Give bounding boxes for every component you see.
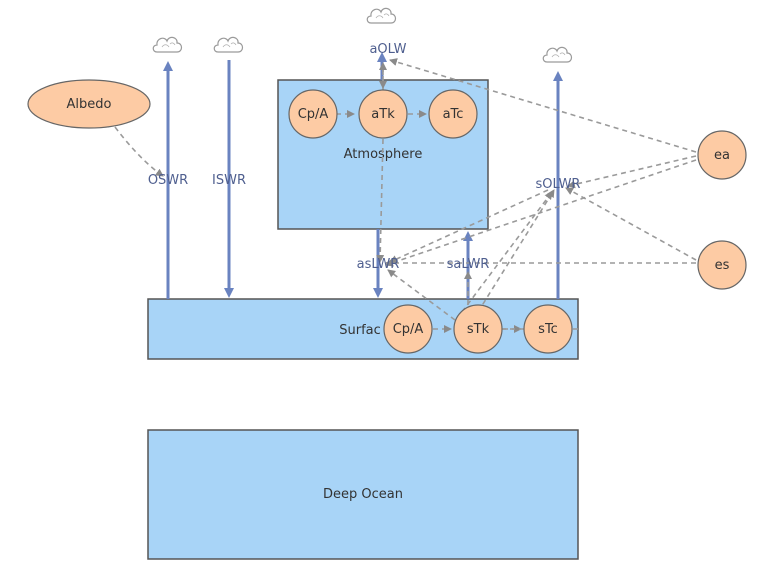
ea-node[interactable] (697, 130, 747, 180)
link-es-solwr (565, 187, 697, 261)
cloud-icon (152, 36, 183, 53)
oswr-label: OSWR (148, 173, 188, 188)
link-albedo-oswr (114, 126, 164, 177)
atm-cp-a-label: Cp/A (298, 107, 329, 122)
albedo-node[interactable] (27, 79, 151, 129)
cloud-icon (213, 36, 244, 53)
surf-cp-a-label: Cp/A (393, 322, 424, 337)
deep-ocean-stock[interactable] (147, 429, 579, 560)
atk-node[interactable] (358, 89, 408, 139)
deep-ocean-label: Deep Ocean (323, 487, 403, 502)
iswr-label: ISWR (212, 173, 246, 188)
aslwr-label: asLWR (357, 257, 400, 272)
albedo-label: Albedo (67, 97, 112, 112)
atmosphere-label: Atmosphere (344, 147, 423, 162)
atc-node[interactable] (428, 89, 478, 139)
surf-cp-a-node[interactable] (383, 304, 433, 354)
link-stk-solwr (477, 189, 555, 313)
link-stk-solwr-2 (461, 191, 553, 313)
stc-label: sTc (538, 322, 558, 337)
link-stk-aslwr (387, 269, 456, 321)
solwr-label: sOLWR (536, 177, 581, 192)
surface-label: Surfac (339, 323, 381, 338)
link-ea-aslwr (385, 159, 697, 267)
salwr-label: saLWR (447, 257, 490, 272)
ea-label: ea (714, 148, 730, 163)
link-ea-solwr (567, 155, 697, 189)
link-solwr-aslwr (389, 189, 549, 263)
stk-node[interactable] (453, 304, 503, 354)
es-node[interactable] (697, 240, 747, 290)
stk-label: sTk (467, 322, 490, 337)
es-label: es (715, 258, 730, 273)
link-atk-aslwr (376, 138, 385, 263)
atc-label: aTc (443, 107, 464, 122)
cloud-icon (542, 46, 573, 63)
atk-label: aTk (371, 107, 395, 122)
atm-cp-a-node[interactable] (288, 89, 338, 139)
cloud-icon (366, 7, 397, 24)
stc-node[interactable] (523, 304, 573, 354)
aolw-label: aOLW (369, 42, 406, 57)
